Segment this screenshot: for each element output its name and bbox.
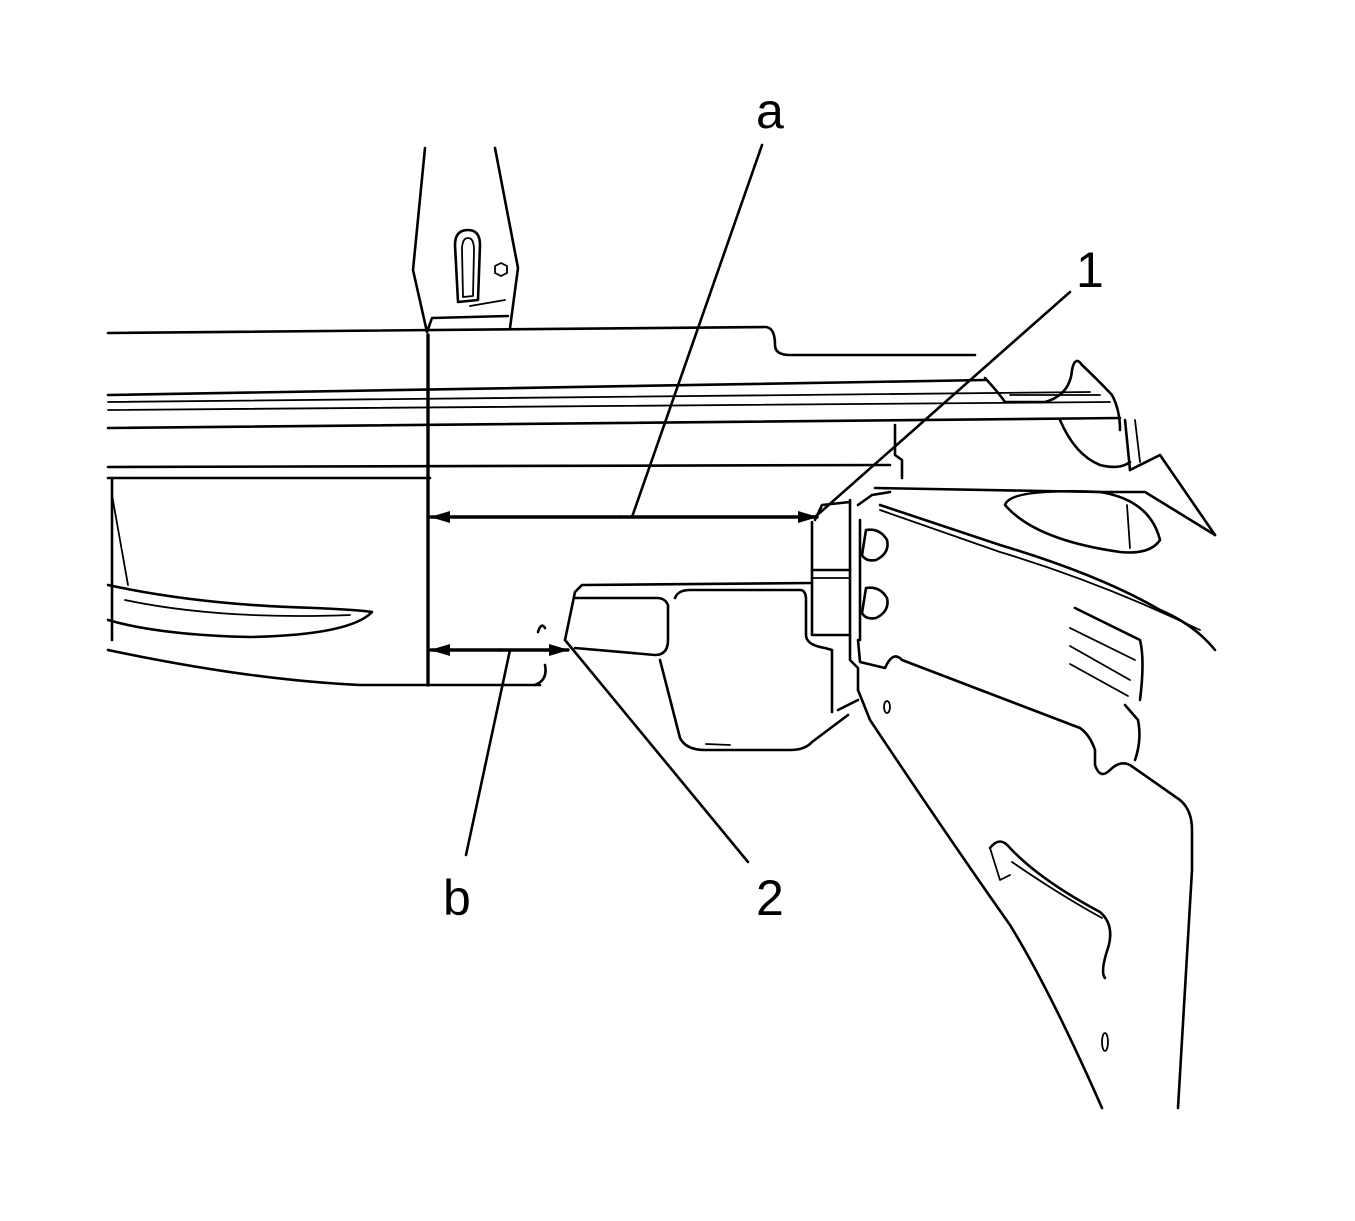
hole-2 xyxy=(1101,1032,1109,1052)
upright-post xyxy=(411,146,520,334)
leader-2 xyxy=(563,638,750,864)
callout-b: b xyxy=(443,870,471,926)
rail-end-mount xyxy=(983,359,1217,762)
callout-2: 2 xyxy=(756,870,784,926)
hole-1 xyxy=(883,700,891,714)
leader-a xyxy=(630,143,764,519)
lower-bracket xyxy=(533,581,850,752)
leader-1 xyxy=(813,290,1072,519)
hex-bolt-icon xyxy=(494,262,508,277)
callout-a: a xyxy=(756,83,784,139)
callout-1: 1 xyxy=(1076,242,1104,298)
frame-rail xyxy=(106,325,1122,687)
leader-b xyxy=(464,648,512,857)
crossmember-plate xyxy=(810,423,1217,1110)
